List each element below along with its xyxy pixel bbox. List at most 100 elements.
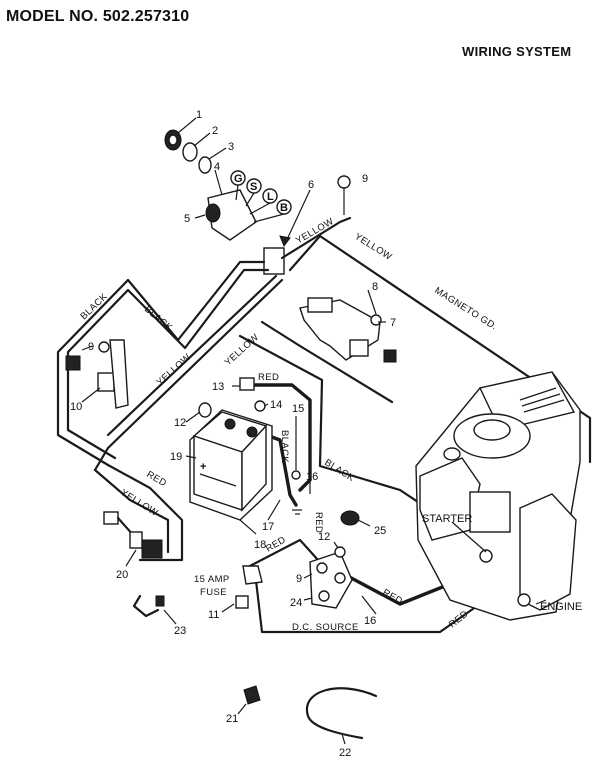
callout-16-top: 16 — [306, 471, 318, 483]
part-20-plug — [141, 539, 163, 559]
red-battery-cable — [243, 383, 312, 492]
part-22-cable-tie — [305, 687, 378, 740]
fuse-label: FUSE — [200, 587, 227, 598]
part-25-connector — [340, 510, 360, 526]
callout-23: 23 — [174, 625, 186, 637]
part-8-screw — [370, 314, 382, 326]
yellow-wire-to-switch — [280, 216, 352, 260]
wire-label-black-left: BLACK — [78, 291, 110, 322]
part-15-bolt — [291, 470, 301, 480]
callout-9-bottom: 9 — [296, 573, 302, 585]
starter-solenoid — [309, 546, 353, 609]
callout-22: 22 — [339, 747, 351, 759]
callout-1: 1 — [196, 109, 202, 121]
part-10-bracket — [109, 339, 129, 409]
part-23-clip — [155, 595, 165, 607]
wire-label-red-battery: RED — [258, 372, 279, 383]
callout-5: 5 — [184, 213, 190, 225]
part-11-fuse — [235, 595, 249, 609]
callout-15: 15 — [292, 403, 304, 415]
part-5-key — [205, 203, 221, 223]
ignition-switch-assembly — [164, 129, 292, 241]
engine-label: ENGINE — [540, 601, 582, 613]
callout-25: 25 — [374, 525, 386, 537]
callout-10: 10 — [70, 401, 82, 413]
part-1-nut-hole — [168, 134, 178, 146]
part-7-switch-right — [349, 339, 369, 357]
engine-recoil-hub — [473, 419, 511, 441]
callout-13: 13 — [212, 381, 224, 393]
engine-ground-bolt — [517, 593, 531, 607]
red-wire-fuse-to-solenoid — [253, 570, 482, 634]
terminal-b-label: B — [280, 202, 288, 214]
part-9-screw-left — [98, 341, 110, 353]
part-20-connector-mid — [129, 531, 143, 549]
terminal-s-label: S — [250, 181, 257, 193]
engine-side-shroud — [519, 493, 577, 611]
callout-9-top: 9 — [362, 173, 368, 185]
callout-9-left: 9 — [88, 341, 94, 353]
callout-19: 19 — [170, 451, 182, 463]
part-4-switch-body — [207, 189, 257, 241]
red-wire-fuse-branch — [244, 538, 320, 570]
engine-assembly — [415, 371, 581, 621]
part-7-switch-left — [307, 297, 333, 313]
harness-trunk-left — [106, 463, 184, 562]
callout-6: 6 — [308, 179, 314, 191]
engine-oil-cap — [443, 447, 461, 461]
callout-2: 2 — [212, 125, 218, 137]
wire-label-magneto-gd: MAGNETO GD. — [432, 285, 499, 332]
model-number: MODEL NO. 502.257310 — [6, 8, 190, 25]
part-21-clip — [243, 685, 261, 705]
battery-side — [241, 424, 267, 512]
black-wire-upper-2 — [66, 268, 270, 460]
callout-14: 14 — [270, 399, 282, 411]
battery-terminal-neg — [246, 426, 258, 438]
callout-17: 17 — [262, 521, 274, 533]
callout-3: 3 — [228, 141, 234, 153]
part-23-ground-lead — [132, 594, 160, 618]
callout-16-bottom: 16 — [364, 615, 376, 627]
wire-label-black-starter: BLACK — [322, 457, 356, 484]
part-3-lockwasher — [198, 156, 212, 174]
magneto-ground-wire — [288, 234, 592, 464]
part-20-connector-top — [103, 511, 119, 525]
callout-7: 7 — [390, 317, 396, 329]
battery-assembly — [189, 409, 273, 521]
part-12-nut-solenoid — [334, 546, 346, 558]
starter-terminal — [479, 549, 493, 563]
callout-21: 21 — [226, 713, 238, 725]
callout-18: 18 — [254, 539, 266, 551]
callout-24: 24 — [290, 597, 302, 609]
callout-20: 20 — [116, 569, 128, 581]
part-2-washer — [182, 142, 198, 162]
battery-plus-sign: + — [200, 461, 206, 473]
callout-12-right: 12 — [318, 531, 330, 543]
diagram-title: WIRING SYSTEM — [462, 44, 572, 59]
part-12-nut-left — [198, 402, 212, 418]
part-10-switch — [97, 372, 115, 392]
part-24-solenoid — [309, 551, 353, 609]
harness-trunk-right — [93, 468, 170, 554]
wire-label-red-solenoid: RED — [313, 512, 324, 533]
black-connector-left — [65, 355, 81, 371]
yellow-wire-center — [106, 274, 278, 437]
dc-source-label: D.C. SOURCE — [292, 622, 359, 633]
black-wire-upper — [56, 260, 266, 467]
wire-label-black-center: BLACK — [142, 304, 175, 334]
callout-8: 8 — [372, 281, 378, 293]
starter-label: STARTER — [422, 513, 472, 525]
wire-label-black-battery: BLACK — [279, 430, 290, 463]
callout-12-left: 12 — [174, 417, 186, 429]
yellow-wire-lower — [93, 278, 284, 472]
callout-11: 11 — [208, 609, 219, 621]
terminal-l-label: L — [267, 191, 274, 203]
wire-label-yellow-magneto: YELLOW — [352, 231, 393, 263]
part-9-screw-top — [337, 175, 351, 189]
part-14-bolt — [254, 400, 266, 412]
terminal-g-label: G — [234, 173, 243, 185]
fuse-amp-label: 15 AMP — [194, 574, 230, 585]
battery-terminal-pos — [224, 418, 236, 430]
part-13-boot — [239, 377, 255, 391]
